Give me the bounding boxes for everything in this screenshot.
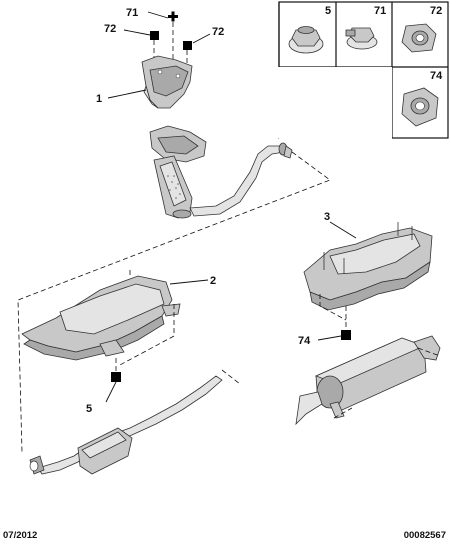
footer-date: 07/2012 bbox=[3, 530, 38, 541]
panel-label-71: 71 bbox=[374, 5, 386, 17]
manifold-heat-shield-group: 71 72 72 1 bbox=[96, 7, 224, 109]
callout-3: 3 bbox=[324, 211, 330, 223]
panel-label-5: 5 bbox=[325, 5, 331, 17]
footer-reference-number: 00082567 bbox=[403, 530, 446, 541]
panel-label-74: 74 bbox=[430, 70, 443, 82]
callout-74: 74 bbox=[298, 335, 311, 347]
flanged-bolt-icon bbox=[345, 27, 378, 50]
square-marker bbox=[183, 41, 192, 50]
square-marker bbox=[150, 31, 159, 40]
callout-2: 2 bbox=[210, 275, 216, 287]
callout-5: 5 bbox=[86, 403, 92, 415]
rear-heat-shield bbox=[303, 222, 433, 311]
rear-silencer bbox=[295, 335, 441, 426]
square-marker bbox=[341, 330, 351, 340]
callout-1: 1 bbox=[96, 93, 102, 105]
manifold-catalyst-assembly bbox=[17, 125, 331, 453]
callout-71: 71 bbox=[126, 7, 138, 19]
hex-nut-icon bbox=[401, 23, 437, 53]
large-hex-nut-icon bbox=[401, 87, 439, 127]
rear-heat-shield-group: 3 74 bbox=[298, 211, 433, 347]
intermediate-pipe-assembly bbox=[29, 369, 241, 475]
callout-72-left: 72 bbox=[104, 23, 116, 35]
plus-marker bbox=[168, 11, 178, 22]
panel-label-72: 72 bbox=[430, 5, 442, 17]
fastener-panel: 5 71 72 74 bbox=[278, 1, 449, 139]
underbody-heat-shield bbox=[21, 275, 181, 361]
underbody-heat-shield-group: 2 5 bbox=[21, 270, 216, 415]
manifold-heat-shield bbox=[141, 55, 193, 109]
flanged-nut-icon bbox=[288, 26, 324, 54]
callout-72-right: 72 bbox=[212, 26, 224, 38]
square-marker bbox=[111, 372, 121, 382]
